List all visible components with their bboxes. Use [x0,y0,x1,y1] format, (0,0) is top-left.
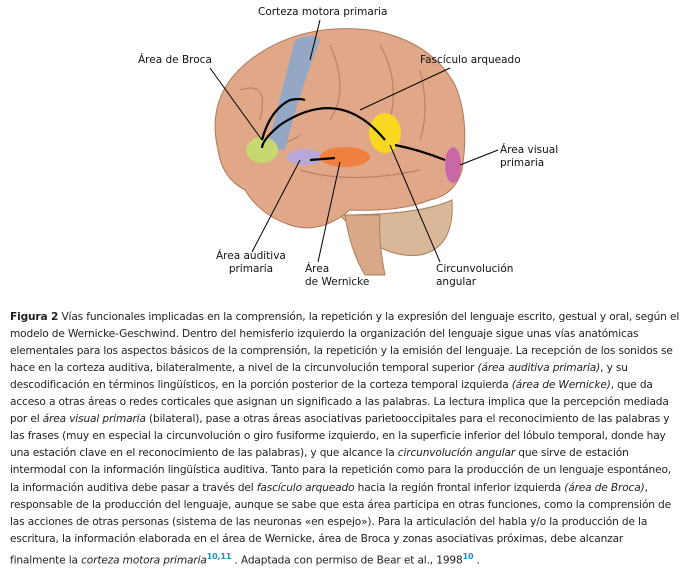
reference-link[interactable]: 10 [462,551,474,561]
caption-text: . Adaptada con permiso de Bear et al., 1… [231,554,463,567]
caption-text: . [473,554,480,567]
wernicke-area [320,147,370,167]
caption-label: Figura 2 [10,310,59,323]
figure-caption: Figura 2 Vías funcionales implicadas en … [10,309,680,570]
caption-italic: (área de Wernicke) [511,378,611,391]
caption-text: , que da acceso a otras áreas o redes co… [10,378,669,426]
caption-text: Vías funcionales implicadas en la compre… [10,310,680,374]
arcuate-arrow [260,107,386,149]
caption-text: hacia la región frontal inferior izquier… [354,481,565,494]
caption-text: , y su descodificación en términos lingü… [10,361,628,391]
auditory-arrow [309,156,336,162]
angular-gyrus [369,113,401,153]
caption-italic: área visual primaria [42,413,146,426]
brainstem [344,214,386,276]
caption-italic: (área auditiva primaria) [477,361,601,374]
leader-angular [389,144,441,263]
caption-italic: corteza motora primaria [81,554,207,567]
leader-fasciculo [359,67,451,111]
label-motor-cortex: Corteza motora primaria [258,6,388,18]
caption-text: que sirve de estación intermodal con la … [10,447,672,494]
leader-motor [309,19,321,61]
leader-auditiva [251,159,301,253]
auditory-area [287,149,323,165]
caption-italic: circunvolución angular [397,447,516,460]
broca-area [246,137,278,163]
label-fasciculo: Fascículo arqueado [420,54,521,66]
label-broca: Área de Broca [138,54,212,66]
brain-figure: Corteza motora primaria Área de Broca Fa… [138,6,559,288]
brain-illustration [209,19,499,276]
reference-link[interactable]: 10,11 [206,551,232,561]
leader-visual [459,149,499,166]
caption-italic: (área de Broca) [564,481,645,494]
caption-text: (bilateral), pase a otras áreas asociati… [10,413,670,460]
visual-area [445,147,461,183]
visual-arrow [394,143,446,162]
cerebrum [214,28,466,229]
caption-italic: fascículo arqueado [256,481,355,494]
leader-wernicke [317,161,341,263]
motor-arrow [260,97,306,141]
motor-cortex [268,36,320,150]
leader-broca [209,67,263,141]
